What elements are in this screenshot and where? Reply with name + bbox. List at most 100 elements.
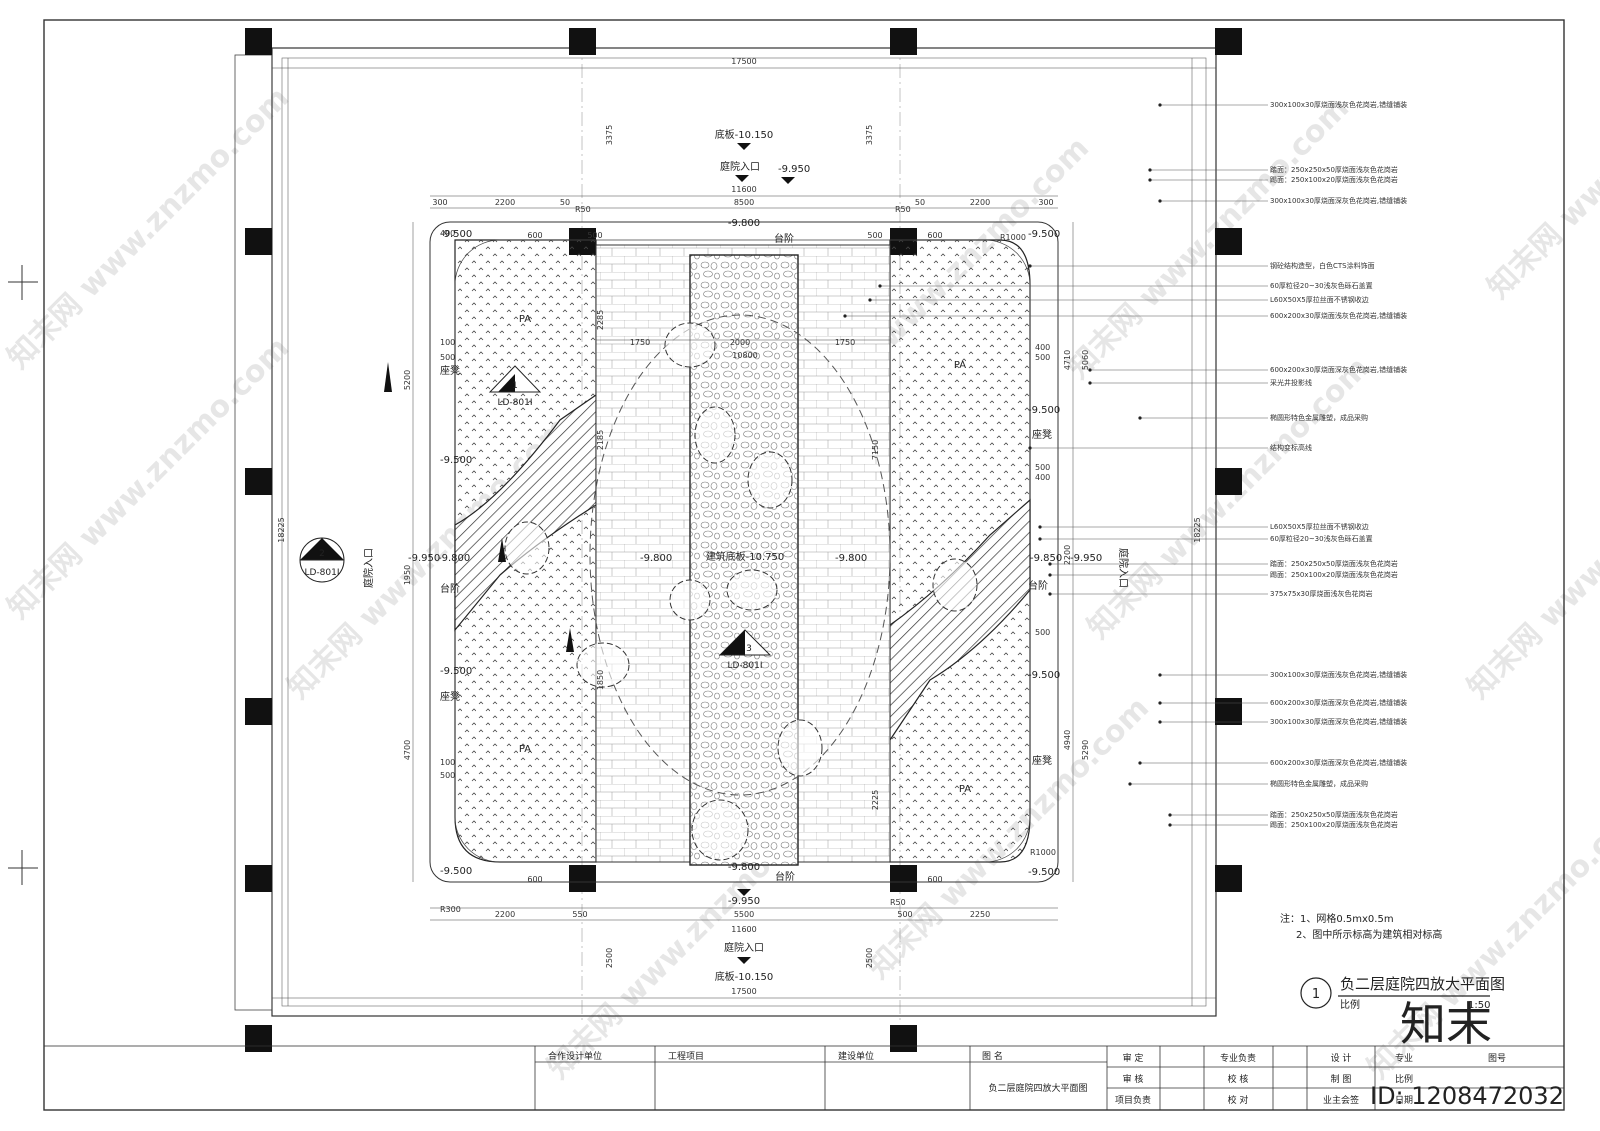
dim-500-t2: 500 xyxy=(867,231,882,240)
label-bench-r2: 座凳 xyxy=(1032,754,1052,767)
dim-r1000-br: R1000 xyxy=(1030,848,1056,857)
callout-text: 60厚粒径20~30浅灰色砾石盖置 xyxy=(1270,534,1373,543)
dim-7150: 7150 xyxy=(871,440,880,460)
dim-500-br: 500 xyxy=(897,910,912,919)
tb-drawing-name-label: 图 名 xyxy=(982,1050,1003,1062)
label-pa-1: PA xyxy=(519,314,531,325)
elev-9500-br: -9.500 xyxy=(1028,867,1060,878)
elevation-marker xyxy=(737,889,751,896)
callout-dot xyxy=(1158,199,1162,203)
elev-9800-top: -9.800 xyxy=(728,218,760,229)
ref-1-number: 1 xyxy=(512,381,518,391)
drawing-title: 负二层庭院四放大平面图 xyxy=(1340,975,1505,993)
dim-5500: 5500 xyxy=(734,910,754,919)
callout-dot xyxy=(843,314,847,318)
brand-logo: 知末 xyxy=(1400,997,1492,1051)
callout-dot xyxy=(1158,701,1162,705)
dim-r50-tr: R50 xyxy=(895,205,911,214)
section-reference-1: 1 LD-801I xyxy=(488,365,542,408)
title-block xyxy=(43,1045,1565,1111)
ref-2-sheet: LD-801I xyxy=(304,568,339,578)
structural-columns xyxy=(245,28,1242,1052)
watermark-text: 知末网 www.znzmo.com xyxy=(1461,411,1600,706)
dim-4710: 4710 xyxy=(1063,350,1072,370)
dim-600-b2: 600 xyxy=(927,875,942,884)
watermark-id: ID: 1208472032 xyxy=(1370,1082,1564,1110)
callout-text: 椭圆形特色金属雕塑，成品采购 xyxy=(1270,413,1368,422)
dimension-lines xyxy=(272,58,1216,1006)
callout-dot xyxy=(1048,562,1052,566)
callout-text: 300x100x30厚烧面深灰色花岗岩,错缝铺装 xyxy=(1270,717,1407,726)
right-diagonal-ramp xyxy=(889,498,1031,742)
dim-2200-v: 2200 xyxy=(1063,545,1072,565)
dim-8500: 8500 xyxy=(734,198,754,207)
callout-dot xyxy=(1138,761,1142,765)
dim-1950: 1950 xyxy=(403,565,412,585)
elev-9800-left: -9.800 xyxy=(438,553,470,564)
dim-r50-br: R50 xyxy=(890,898,906,907)
label-pa-4: PA xyxy=(959,784,971,795)
dim-1750-r: 1750 xyxy=(835,338,855,347)
dim-2000: 2000 xyxy=(730,338,750,347)
dim-600-t2: 600 xyxy=(927,231,942,240)
courtyard-inner-wall xyxy=(281,57,1207,1007)
slope-arrow-2 xyxy=(566,628,574,652)
elev-9800-cr: -9.800 xyxy=(835,553,867,564)
dim-2500-r: 2500 xyxy=(865,948,874,968)
plan-labels: 底板-10.150 庭院入口 -9.950 -9.800 台阶 -9.800 台… xyxy=(362,128,1130,983)
elevation-marker xyxy=(737,957,751,964)
dim-5200: 5200 xyxy=(403,370,412,390)
tb-check: 校 核 xyxy=(1228,1073,1249,1085)
dim-2225: 2225 xyxy=(871,790,880,810)
material-callouts: 300x100x30厚烧面浅灰色花岗岩,错缝铺装踏面：250x250x50厚烧面… xyxy=(843,100,1407,829)
dim-2500-l: 2500 xyxy=(605,948,614,968)
dim-600-t: 600 xyxy=(527,231,542,240)
label-pa-3: PA xyxy=(519,744,531,755)
tb-discipline-lead: 专业负责 xyxy=(1220,1052,1256,1064)
tb-owner-sign: 业主会签 xyxy=(1323,1094,1359,1106)
ref-3-number: 3 xyxy=(746,644,752,654)
dim-3375-l: 3375 xyxy=(605,125,614,145)
tb-design: 设 计 xyxy=(1331,1052,1352,1064)
dim-2200-bl: 2200 xyxy=(495,910,515,919)
tb-scale: 比例 xyxy=(1395,1073,1413,1085)
label-entry-left: 庭院入口 xyxy=(362,548,375,588)
tb-sheet: 图号 xyxy=(1488,1053,1506,1064)
callout-text: 踢面：250x100x20厚烧面浅灰色花岗岩 xyxy=(1270,175,1398,184)
callout-text: 600x200x30厚烧面深灰色花岗岩,错缝铺装 xyxy=(1270,698,1407,707)
tb-review: 审 核 xyxy=(1123,1073,1144,1085)
callout-dot xyxy=(1158,720,1162,724)
dim-17500-top: 17500 xyxy=(731,57,756,66)
callout-dot xyxy=(868,298,872,302)
callout-text: 踢面：250x100x20厚烧面浅灰色花岗岩 xyxy=(1270,570,1398,579)
dim-3375-r: 3375 xyxy=(865,125,874,145)
dim-500-l2: 500 xyxy=(440,771,455,780)
callout-dot xyxy=(878,284,882,288)
label-bench-r1: 座凳 xyxy=(1032,428,1052,441)
callout-dot xyxy=(1038,537,1042,541)
elev-9500-lr: -9.500 xyxy=(1028,670,1060,681)
callout-text: L60X50X5厚拉丝面不锈钢收边 xyxy=(1270,522,1369,531)
callout-text: L60X50X5厚拉丝面不锈钢收边 xyxy=(1270,295,1369,304)
watermark-text: 知末网 www.znzmo.com xyxy=(1481,11,1600,306)
callout-text: 结构变标高线 xyxy=(1270,443,1312,452)
dim-r50-tl: R50 xyxy=(575,205,591,214)
label-pa-2: PA xyxy=(954,360,966,371)
callout-dot xyxy=(1168,813,1172,817)
elev-9500-tl: -9.500 xyxy=(440,229,472,240)
elev-9500-ll: -9.500 xyxy=(440,666,472,677)
callout-text: 600x200x30厚烧面深灰色花岗岩,错缝铺装 xyxy=(1270,365,1407,374)
callout-dot xyxy=(1028,264,1032,268)
dim-100-l2: 100 xyxy=(440,758,455,767)
dim-1850: 1850 xyxy=(596,670,605,690)
callout-text: 踏面：250x250x50厚烧面浅灰色花岗岩 xyxy=(1270,165,1398,174)
ref-3-sheet: LD-801I xyxy=(727,661,762,671)
dim-500-l1: 500 xyxy=(440,353,455,362)
callout-text: 采光井投影线 xyxy=(1270,378,1312,387)
note-line-1: 注：1、网格0.5mx0.5m xyxy=(1280,912,1394,925)
callout-text: 椭圆形特色金属雕塑，成品采购 xyxy=(1270,779,1368,788)
ref-1-sheet: LD-801I xyxy=(497,398,532,408)
tb-draw: 制 图 xyxy=(1331,1073,1352,1085)
elev-9500-tr: -9.500 xyxy=(1028,229,1060,240)
slope-arrow-1 xyxy=(498,538,506,562)
